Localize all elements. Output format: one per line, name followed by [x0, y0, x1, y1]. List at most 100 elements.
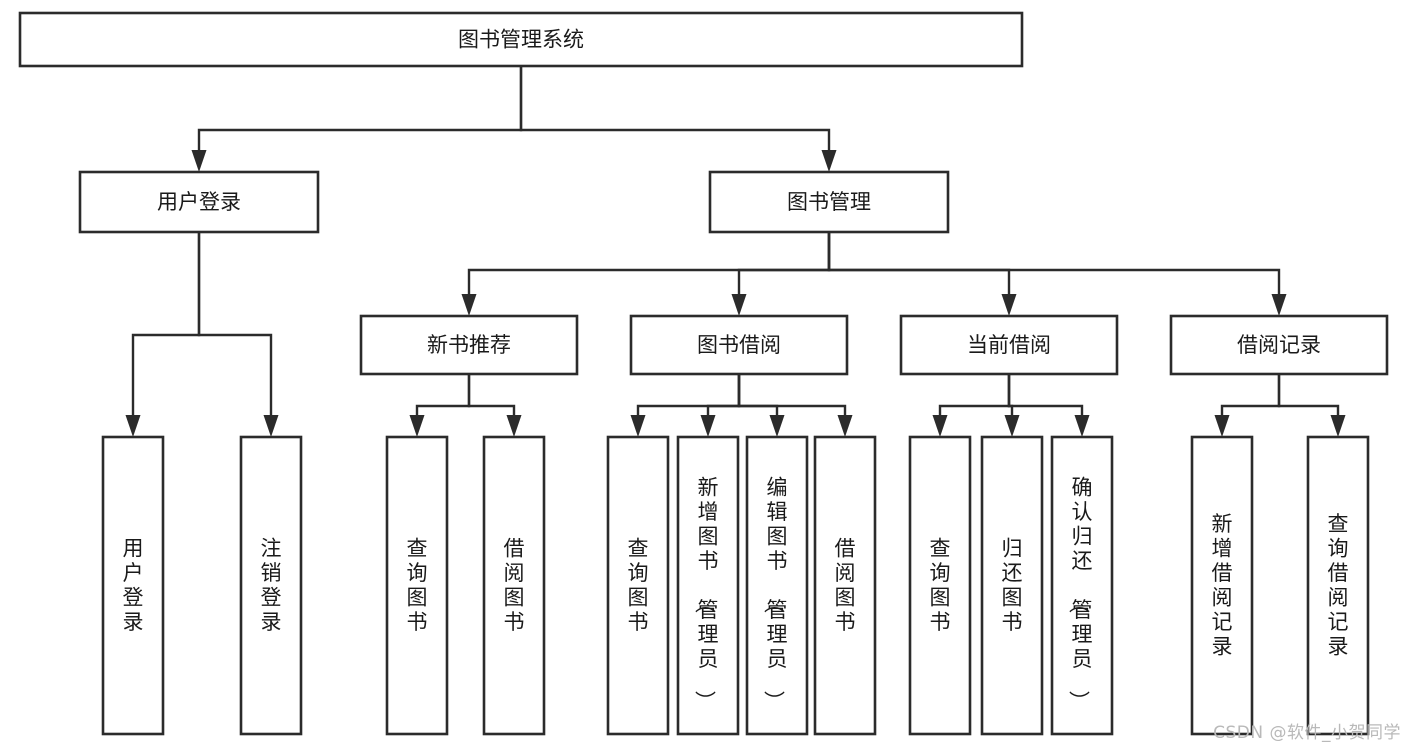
node-label: 当前借阅 [967, 333, 1051, 357]
node-leaf-rec-query-book[interactable]: 查询图书 [385, 435, 449, 736]
connector-line [938, 374, 1011, 417]
node-box[interactable] [1169, 314, 1389, 376]
node-box[interactable] [899, 314, 1119, 376]
arrow-head-icon [1001, 294, 1017, 316]
node-box[interactable] [606, 435, 670, 736]
arrow-head-icon [630, 415, 646, 437]
node-label: 借阅图书 [835, 537, 856, 635]
node-user-login[interactable]: 用户登录 [78, 170, 320, 234]
connector-current-borrow-to-leaf-cb-confirm-return [1007, 374, 1090, 437]
node-leaf-bb-query-book[interactable]: 查询图书 [606, 435, 670, 736]
node-box[interactable] [239, 435, 303, 736]
node-box[interactable] [385, 435, 449, 736]
node-leaf-bb-add-book[interactable]: 新增图书（管理员） [676, 435, 740, 736]
node-label: 图书管理系统 [458, 28, 584, 52]
node-box[interactable] [980, 435, 1044, 736]
node-borrow-record[interactable]: 借阅记录 [1169, 314, 1389, 376]
node-leaf-cb-return-book[interactable]: 归还图书 [980, 435, 1044, 736]
connector-root-to-user-login [191, 66, 523, 172]
connector-current-borrow-to-leaf-cb-query-book [932, 374, 1011, 437]
connector-book-manage-to-book-borrow [731, 232, 831, 316]
node-new-book-rec[interactable]: 新书推荐 [359, 314, 579, 376]
connectors-layer [125, 66, 1346, 437]
connector-line [467, 232, 831, 296]
node-book-manage[interactable]: 图书管理 [708, 170, 950, 234]
node-leaf-rec-borrow-book[interactable]: 借阅图书 [482, 435, 546, 736]
connector-line [737, 374, 847, 417]
connector-line [827, 232, 1011, 296]
arrow-head-icon [1004, 415, 1020, 437]
connector-new-book-rec-to-leaf-rec-query-book [409, 374, 471, 437]
node-box[interactable] [1190, 435, 1254, 736]
node-label: 查询图书 [407, 537, 428, 635]
node-box[interactable] [18, 11, 1024, 68]
node-box[interactable] [78, 170, 320, 234]
arrow-head-icon [821, 150, 837, 172]
node-leaf-bb-edit-book[interactable]: 编辑图书（管理员） [745, 435, 809, 736]
node-label: 编辑图书（管理员） [762, 475, 788, 711]
node-label: 查询图书 [628, 537, 649, 635]
arrow-head-icon [1330, 415, 1346, 437]
connector-borrow-record-to-leaf-br-query-record [1277, 374, 1346, 437]
node-box[interactable] [908, 435, 972, 736]
node-box[interactable] [629, 314, 849, 376]
node-box[interactable] [813, 435, 877, 736]
node-label: 新增借阅记录 [1212, 512, 1233, 659]
connector-line [737, 374, 779, 417]
node-book-borrow[interactable]: 图书借阅 [629, 314, 849, 376]
node-label: 图书借阅 [697, 333, 781, 357]
connector-line [1277, 374, 1340, 417]
node-label: 图书管理 [787, 190, 871, 214]
node-leaf-br-add-record[interactable]: 新增借阅记录 [1190, 435, 1254, 736]
node-box[interactable] [708, 170, 950, 234]
node-box[interactable] [1306, 435, 1370, 736]
connector-borrow-record-to-leaf-br-add-record [1214, 374, 1281, 437]
arrow-head-icon [461, 294, 477, 316]
connector-line [636, 374, 741, 417]
connector-book-manage-to-current-borrow [827, 232, 1017, 316]
node-leaf-user-login[interactable]: 用户登录 [101, 435, 165, 736]
node-label: 新书推荐 [427, 333, 511, 357]
node-current-borrow[interactable]: 当前借阅 [899, 314, 1119, 376]
node-box[interactable] [359, 314, 579, 376]
node-leaf-bb-borrow-book[interactable]: 借阅图书 [813, 435, 877, 736]
node-label: 注销登录 [261, 537, 282, 635]
arrow-head-icon [837, 415, 853, 437]
connector-new-book-rec-to-leaf-rec-borrow-book [467, 374, 522, 437]
node-label: 借阅记录 [1237, 333, 1321, 357]
node-box[interactable] [1050, 435, 1114, 736]
node-label: 归还图书 [1002, 537, 1023, 635]
connector-book-borrow-to-leaf-bb-borrow-book [737, 374, 853, 437]
node-box[interactable] [745, 435, 809, 736]
node-box[interactable] [676, 435, 740, 736]
node-label: 新增图书（管理员） [693, 475, 719, 711]
node-box[interactable] [101, 435, 165, 736]
node-leaf-br-query-record[interactable]: 查询借阅记录 [1306, 435, 1370, 736]
arrow-head-icon [125, 415, 141, 437]
node-label: 用户登录 [157, 190, 241, 214]
arrow-head-icon [1271, 294, 1287, 316]
arrow-head-icon [191, 150, 207, 172]
arrow-head-icon [700, 415, 716, 437]
connector-line [827, 232, 1281, 296]
arrow-head-icon [932, 415, 948, 437]
arrow-head-icon [1214, 415, 1230, 437]
nodes-layer: 图书管理系统用户登录图书管理新书推荐图书借阅当前借阅借阅记录用户登录注销登录查询… [18, 11, 1389, 736]
connector-line [415, 374, 471, 417]
arrow-head-icon [731, 294, 747, 316]
arrow-head-icon [409, 415, 425, 437]
connector-line [519, 66, 831, 152]
connector-book-manage-to-new-book-rec [461, 232, 831, 316]
node-leaf-cb-query-book[interactable]: 查询图书 [908, 435, 972, 736]
node-root[interactable]: 图书管理系统 [18, 11, 1024, 68]
connector-line [467, 374, 516, 417]
connector-line [1007, 374, 1084, 417]
node-box[interactable] [482, 435, 546, 736]
node-leaf-user-logout[interactable]: 注销登录 [239, 435, 303, 736]
arrow-head-icon [263, 415, 279, 437]
node-leaf-cb-confirm-return[interactable]: 确认归还（管理员） [1050, 435, 1114, 736]
node-label: 用户登录 [123, 537, 144, 635]
arrow-head-icon [769, 415, 785, 437]
arrow-head-icon [1074, 415, 1090, 437]
